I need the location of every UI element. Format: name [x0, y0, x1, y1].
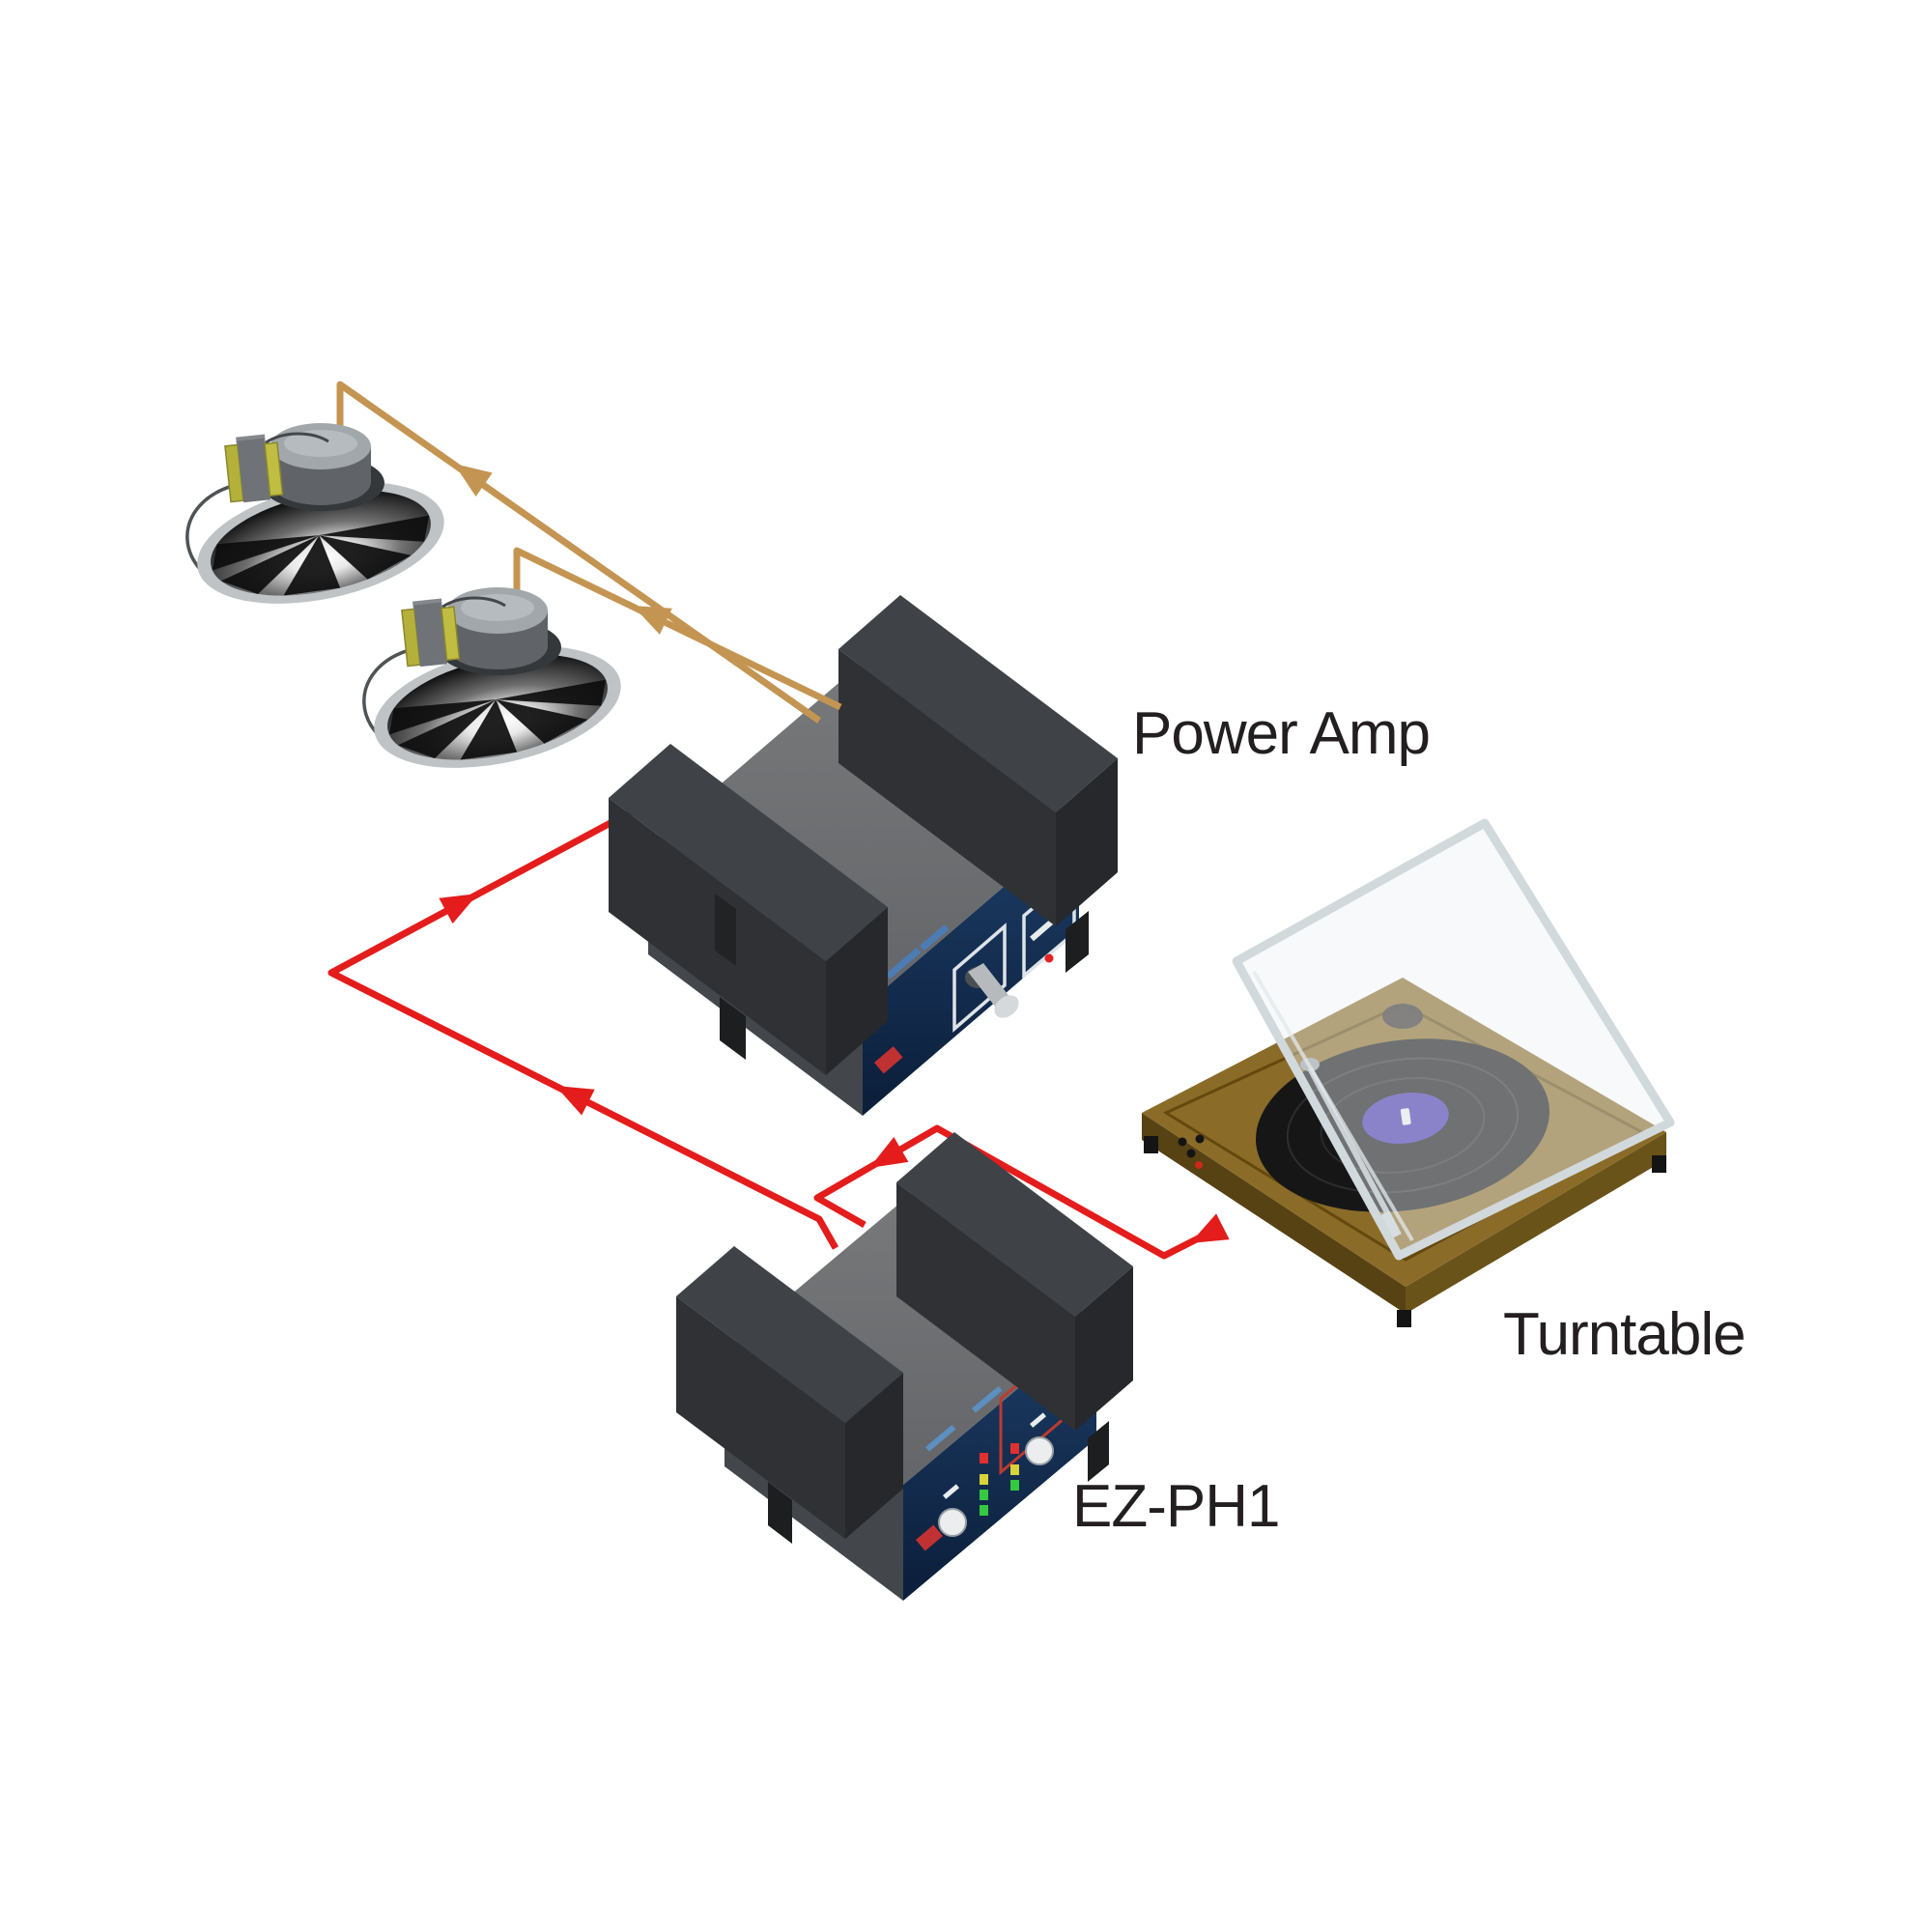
preamp-level-knob-left — [938, 1508, 967, 1537]
preamp-right-end-cap — [896, 1132, 1133, 1317]
amp-power-led — [1044, 953, 1054, 963]
turntable-control-button — [1178, 1137, 1187, 1147]
ez-ph1-device — [676, 1132, 1133, 1601]
turntable-device — [1142, 818, 1675, 1327]
preamp-led-meter-left — [980, 1453, 988, 1516]
power-amp-label: Power Amp — [1132, 700, 1430, 767]
amp-knob-frame — [952, 923, 1007, 1033]
preamp-foot — [768, 1482, 792, 1544]
preamp-left-end-cap — [676, 1246, 903, 1423]
turntable-to-preamp-arrow — [1183, 1213, 1230, 1257]
power-amp-device — [609, 595, 1118, 1116]
turntable-motor-pulley — [1382, 1004, 1423, 1029]
dust-cover — [1232, 818, 1675, 1261]
tonearm — [1307, 1066, 1400, 1233]
preamp-to-amp-arrow — [439, 880, 486, 924]
turntable-control-button — [1195, 1134, 1205, 1144]
amp-foot — [720, 997, 746, 1060]
preamp-led-meter-right — [1010, 1443, 1019, 1491]
turntable-foot — [1652, 1155, 1666, 1173]
turntable-to-preamp-arrow — [862, 1136, 909, 1180]
record-spindle — [1400, 1108, 1411, 1125]
preamp-label: EZ-PH1 — [1072, 1473, 1279, 1540]
turntable-to-preamp-wire — [813, 1124, 1230, 1260]
amp-foot — [1065, 911, 1089, 973]
amp-left-end-cap — [609, 744, 888, 961]
preamp-foot — [1088, 1421, 1109, 1482]
preamp-level-knob-right — [1025, 1436, 1054, 1465]
amp-brand-badge — [874, 1046, 903, 1074]
ceiling-speaker-2 — [361, 585, 634, 790]
turntable-foot — [1397, 1310, 1411, 1327]
vinyl-record — [1255, 1038, 1550, 1212]
preamp-to-amp-arrow — [549, 1072, 595, 1116]
ceiling-speaker-1 — [185, 421, 457, 626]
turntable-power-led — [1195, 1161, 1203, 1169]
tonearm-headshell — [1377, 1210, 1402, 1240]
turntable-label: Turntable — [1503, 1301, 1746, 1368]
amp-right-end-cap — [838, 595, 1118, 812]
turntable-control-button — [1186, 1149, 1196, 1158]
preamp-brand-badge — [916, 1524, 944, 1551]
turntable-foot — [1144, 1136, 1158, 1153]
